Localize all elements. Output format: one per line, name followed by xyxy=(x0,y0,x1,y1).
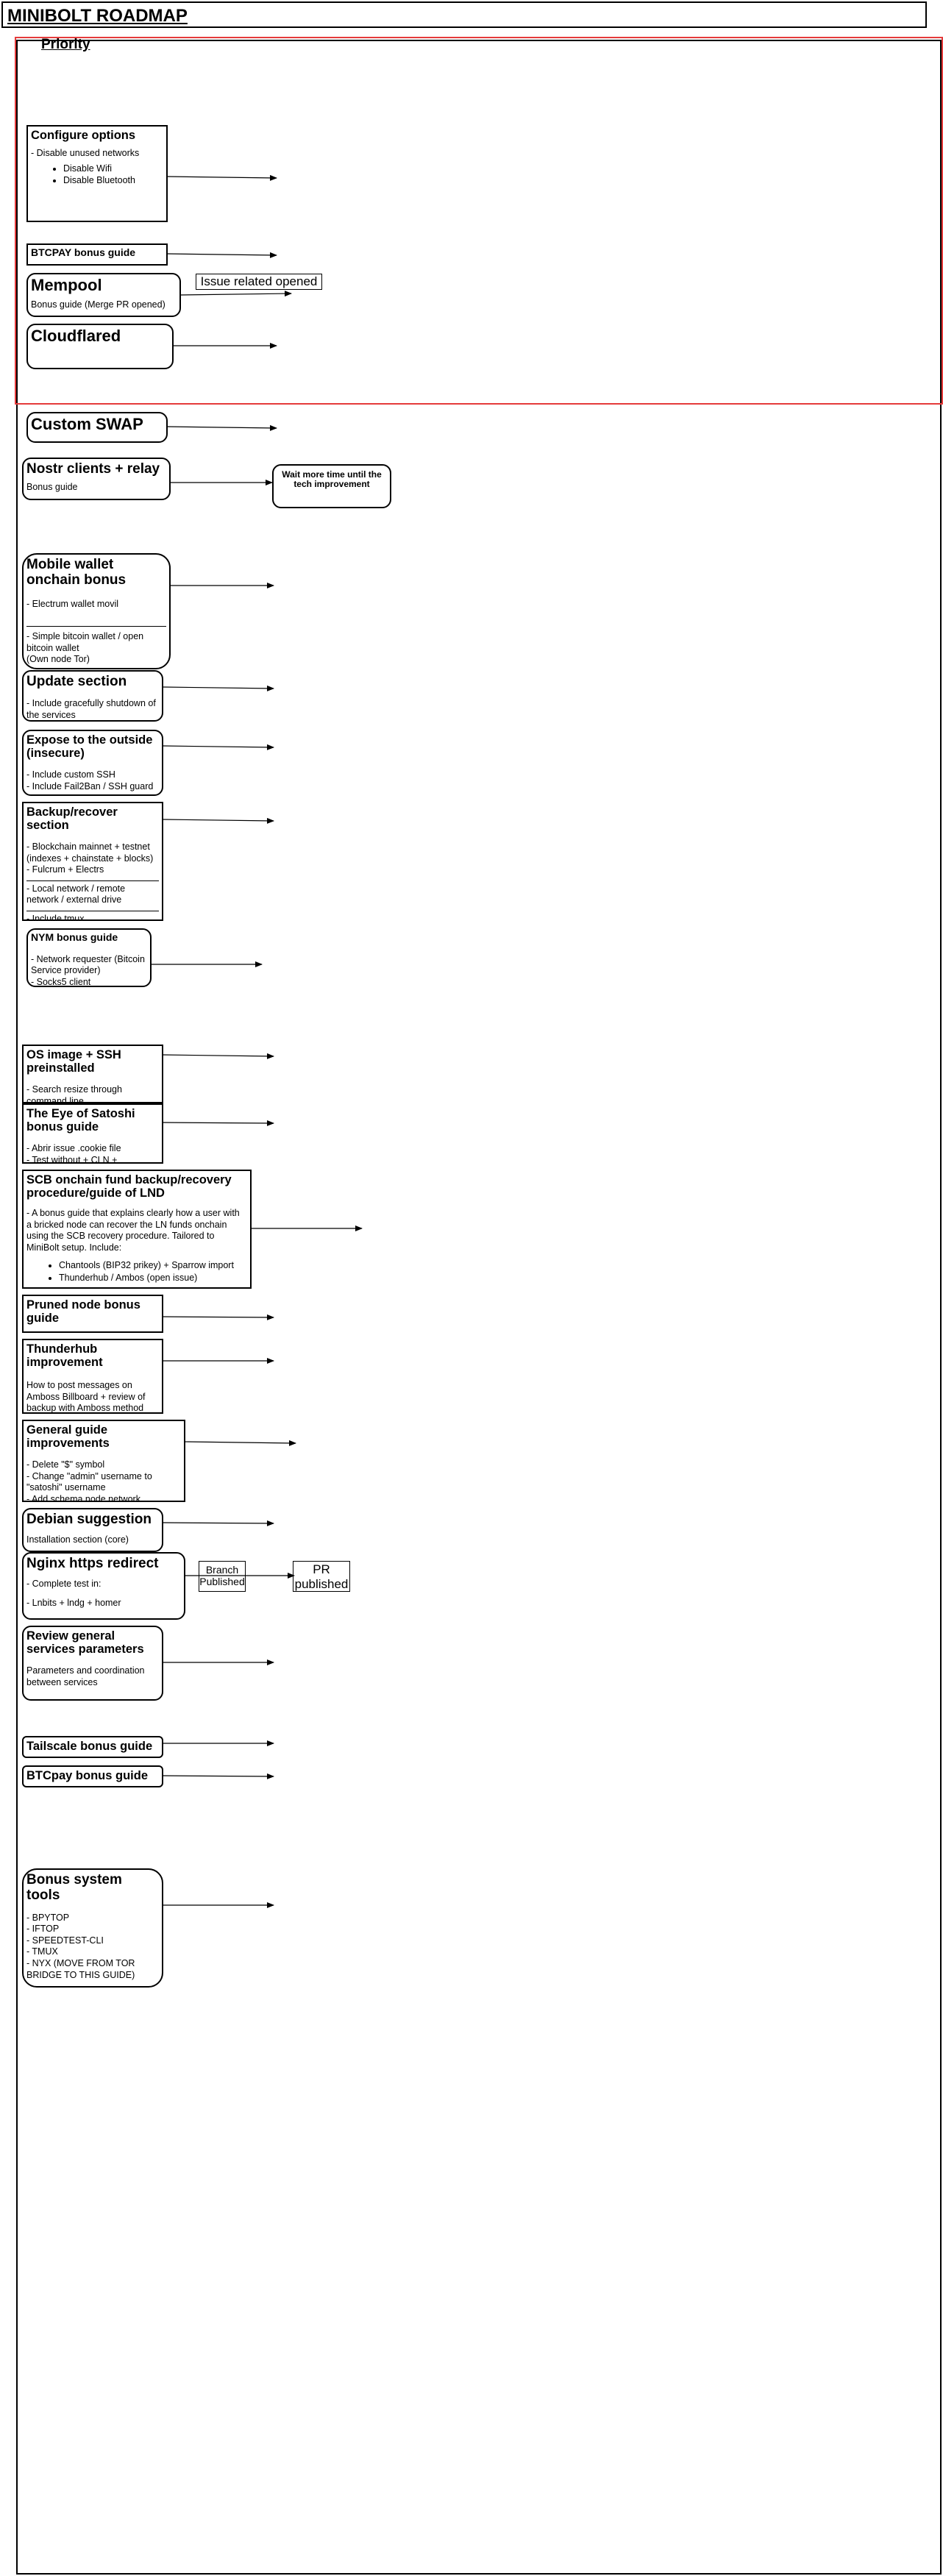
node-pruned[interactable]: Pruned node bonus guide xyxy=(22,1295,163,1333)
node-title: OS image + SSH preinstalled xyxy=(26,1048,121,1075)
node-general-guide[interactable]: General guide improvements - Delete "$" … xyxy=(22,1420,185,1502)
bullet-item: Disable Wifi xyxy=(63,163,163,174)
label-branch-published: Branch Published xyxy=(199,1561,246,1592)
arrow-backup xyxy=(163,817,274,824)
node-nym[interactable]: NYM bonus guide - Network requester (Bit… xyxy=(26,928,152,987)
arrow-btcpay-priority xyxy=(167,252,277,258)
node-desc: - Simple bitcoin wallet / open bitcoin w… xyxy=(26,631,144,665)
arrow-configure xyxy=(167,174,277,181)
bullet-item: Thunderhub / Ambos (open issue) xyxy=(59,1272,247,1284)
priority-frame xyxy=(15,37,943,405)
node-scb-backup[interactable]: SCB onchain fund backup/recovery procedu… xyxy=(22,1170,252,1289)
node-title: BTCpay bonus guide xyxy=(26,1769,148,1782)
node-desc: Parameters and coordination between serv… xyxy=(26,1665,145,1687)
node-desc: - Include custom SSH - Include Fail2Ban … xyxy=(26,769,154,791)
label-wait-tech: Wait more time until the tech improvemen… xyxy=(272,464,391,508)
node-desc: How to post messages on Amboss Billboard… xyxy=(26,1379,146,1414)
node-desc: - Abrir issue .cookie file - Test withou… xyxy=(26,1142,121,1164)
node-tailscale[interactable]: Tailscale bonus guide xyxy=(22,1736,163,1758)
node-desc: - Disable unused networks xyxy=(31,148,140,159)
node-title: Nginx https redirect xyxy=(26,1556,159,1571)
node-desc: - Blockchain mainnet + testnet (indexes … xyxy=(26,841,154,875)
node-title: Nostr clients + relay xyxy=(26,461,160,477)
node-title: Mobile wallet onchain bonus xyxy=(26,557,127,588)
node-desc: - Lnbits + lndg + homer xyxy=(26,1597,121,1608)
node-desc: - A bonus guide that explains clearly ho… xyxy=(26,1207,240,1253)
node-title: General guide improvements xyxy=(26,1423,110,1451)
node-bullets: Disable Wifi Disable Bluetooth xyxy=(31,163,163,187)
arrow-update xyxy=(163,685,274,691)
node-backup-recover[interactable]: Backup/recover section - Blockchain main… xyxy=(22,802,163,921)
node-nostr[interactable]: Nostr clients + relay Bonus guide xyxy=(22,458,171,500)
node-desc: - Include gracefully shutdown of the ser… xyxy=(26,698,156,720)
node-os-image[interactable]: OS image + SSH preinstalled - Search res… xyxy=(22,1045,163,1103)
node-title: Mempool xyxy=(31,276,102,294)
title-box: MINIBOLT ROADMAP xyxy=(1,1,927,28)
node-title: Custom SWAP xyxy=(31,415,143,433)
node-desc: Installation section (core) xyxy=(26,1534,129,1545)
arrow-os-image xyxy=(163,1053,274,1059)
node-title: Update section xyxy=(26,674,127,689)
bullet-item: Chantools (BIP32 prikey) + Sparrow impor… xyxy=(59,1259,247,1271)
page-title: MINIBOLT ROADMAP xyxy=(7,6,188,26)
node-desc: - Include tmux xyxy=(26,914,85,921)
node-title: Expose to the outside (insecure) xyxy=(26,733,153,761)
label-pr-published: PR published xyxy=(293,1561,350,1592)
node-cloudflared[interactable]: Cloudflared xyxy=(26,324,174,369)
node-thunderhub[interactable]: Thunderhub improvement How to post messa… xyxy=(22,1339,163,1414)
node-desc: - Local network / remote network / exter… xyxy=(26,883,126,905)
node-update-section[interactable]: Update section - Include gracefully shut… xyxy=(22,670,163,722)
node-title: Thunderhub improvement xyxy=(26,1342,103,1370)
node-title: NYM bonus guide xyxy=(31,931,118,943)
outer-frame xyxy=(16,40,942,2575)
node-configure-options[interactable]: Configure options - Disable unused netwo… xyxy=(26,125,168,222)
node-desc: Bonus guide (Merge PR opened) xyxy=(31,299,166,310)
node-title: Backup/recover section xyxy=(26,805,118,833)
node-desc: - Delete "$" symbol - Change "admin" use… xyxy=(26,1459,152,1502)
node-mempool[interactable]: Mempool Bonus guide (Merge PR opened) xyxy=(26,273,181,317)
arrow-eye-satoshi xyxy=(163,1120,274,1126)
arrow-general-guide xyxy=(185,1440,296,1446)
node-title: Configure options xyxy=(31,129,136,142)
node-bonus-tools[interactable]: Bonus system tools - BPYTOP - IFTOP - SP… xyxy=(22,1868,163,1988)
node-divider xyxy=(26,880,159,881)
node-desc: - Electrum wallet movil xyxy=(26,598,119,609)
node-title: SCB onchain fund backup/recovery procedu… xyxy=(26,1173,232,1200)
node-btcpay-priority[interactable]: BTCPAY bonus guide xyxy=(26,243,168,266)
node-mobile-wallet[interactable]: Mobile wallet onchain bonus - Electrum w… xyxy=(22,553,171,669)
arrow-expose xyxy=(163,744,274,750)
node-desc: - Complete test in: xyxy=(26,1579,102,1590)
node-title: BTCPAY bonus guide xyxy=(31,246,136,258)
node-bullets: Chantools (BIP32 prikey) + Sparrow impor… xyxy=(26,1259,247,1284)
node-debian[interactable]: Debian suggestion Installation section (… xyxy=(22,1508,163,1552)
arrow-custom-swap xyxy=(167,424,277,431)
bullet-item: Disable Bluetooth xyxy=(63,174,163,186)
label-issue-opened: Issue related opened xyxy=(196,274,322,290)
node-desc: Bonus guide xyxy=(26,482,78,493)
node-title: The Eye of Satoshi bonus guide xyxy=(26,1107,135,1134)
priority-label: Priority xyxy=(41,37,90,52)
node-title: Bonus system tools xyxy=(26,1872,122,1904)
node-nginx[interactable]: Nginx https redirect - Complete test in:… xyxy=(22,1552,185,1620)
node-custom-swap[interactable]: Custom SWAP xyxy=(26,412,168,443)
node-desc: - Network requester (Bitcoin Service pro… xyxy=(31,953,145,987)
node-title: Pruned node bonus guide xyxy=(26,1298,140,1326)
node-desc: - Search resize through command line xyxy=(26,1084,122,1103)
node-review-services[interactable]: Review general services parameters Param… xyxy=(22,1626,163,1701)
node-eye-satoshi[interactable]: The Eye of Satoshi bonus guide - Abrir i… xyxy=(22,1103,163,1164)
node-title: Review general services parameters xyxy=(26,1629,144,1657)
node-title: Cloudflared xyxy=(31,327,121,345)
arrow-mempool xyxy=(180,291,292,297)
node-desc: - BPYTOP - IFTOP - SPEEDTEST-CLI - TMUX … xyxy=(26,1912,135,1980)
node-title: Debian suggestion xyxy=(26,1512,152,1527)
node-divider xyxy=(26,626,166,627)
node-btcpay[interactable]: BTCpay bonus guide xyxy=(22,1765,163,1787)
node-title: Tailscale bonus guide xyxy=(26,1740,153,1753)
node-expose[interactable]: Expose to the outside (insecure) - Inclu… xyxy=(22,730,163,796)
